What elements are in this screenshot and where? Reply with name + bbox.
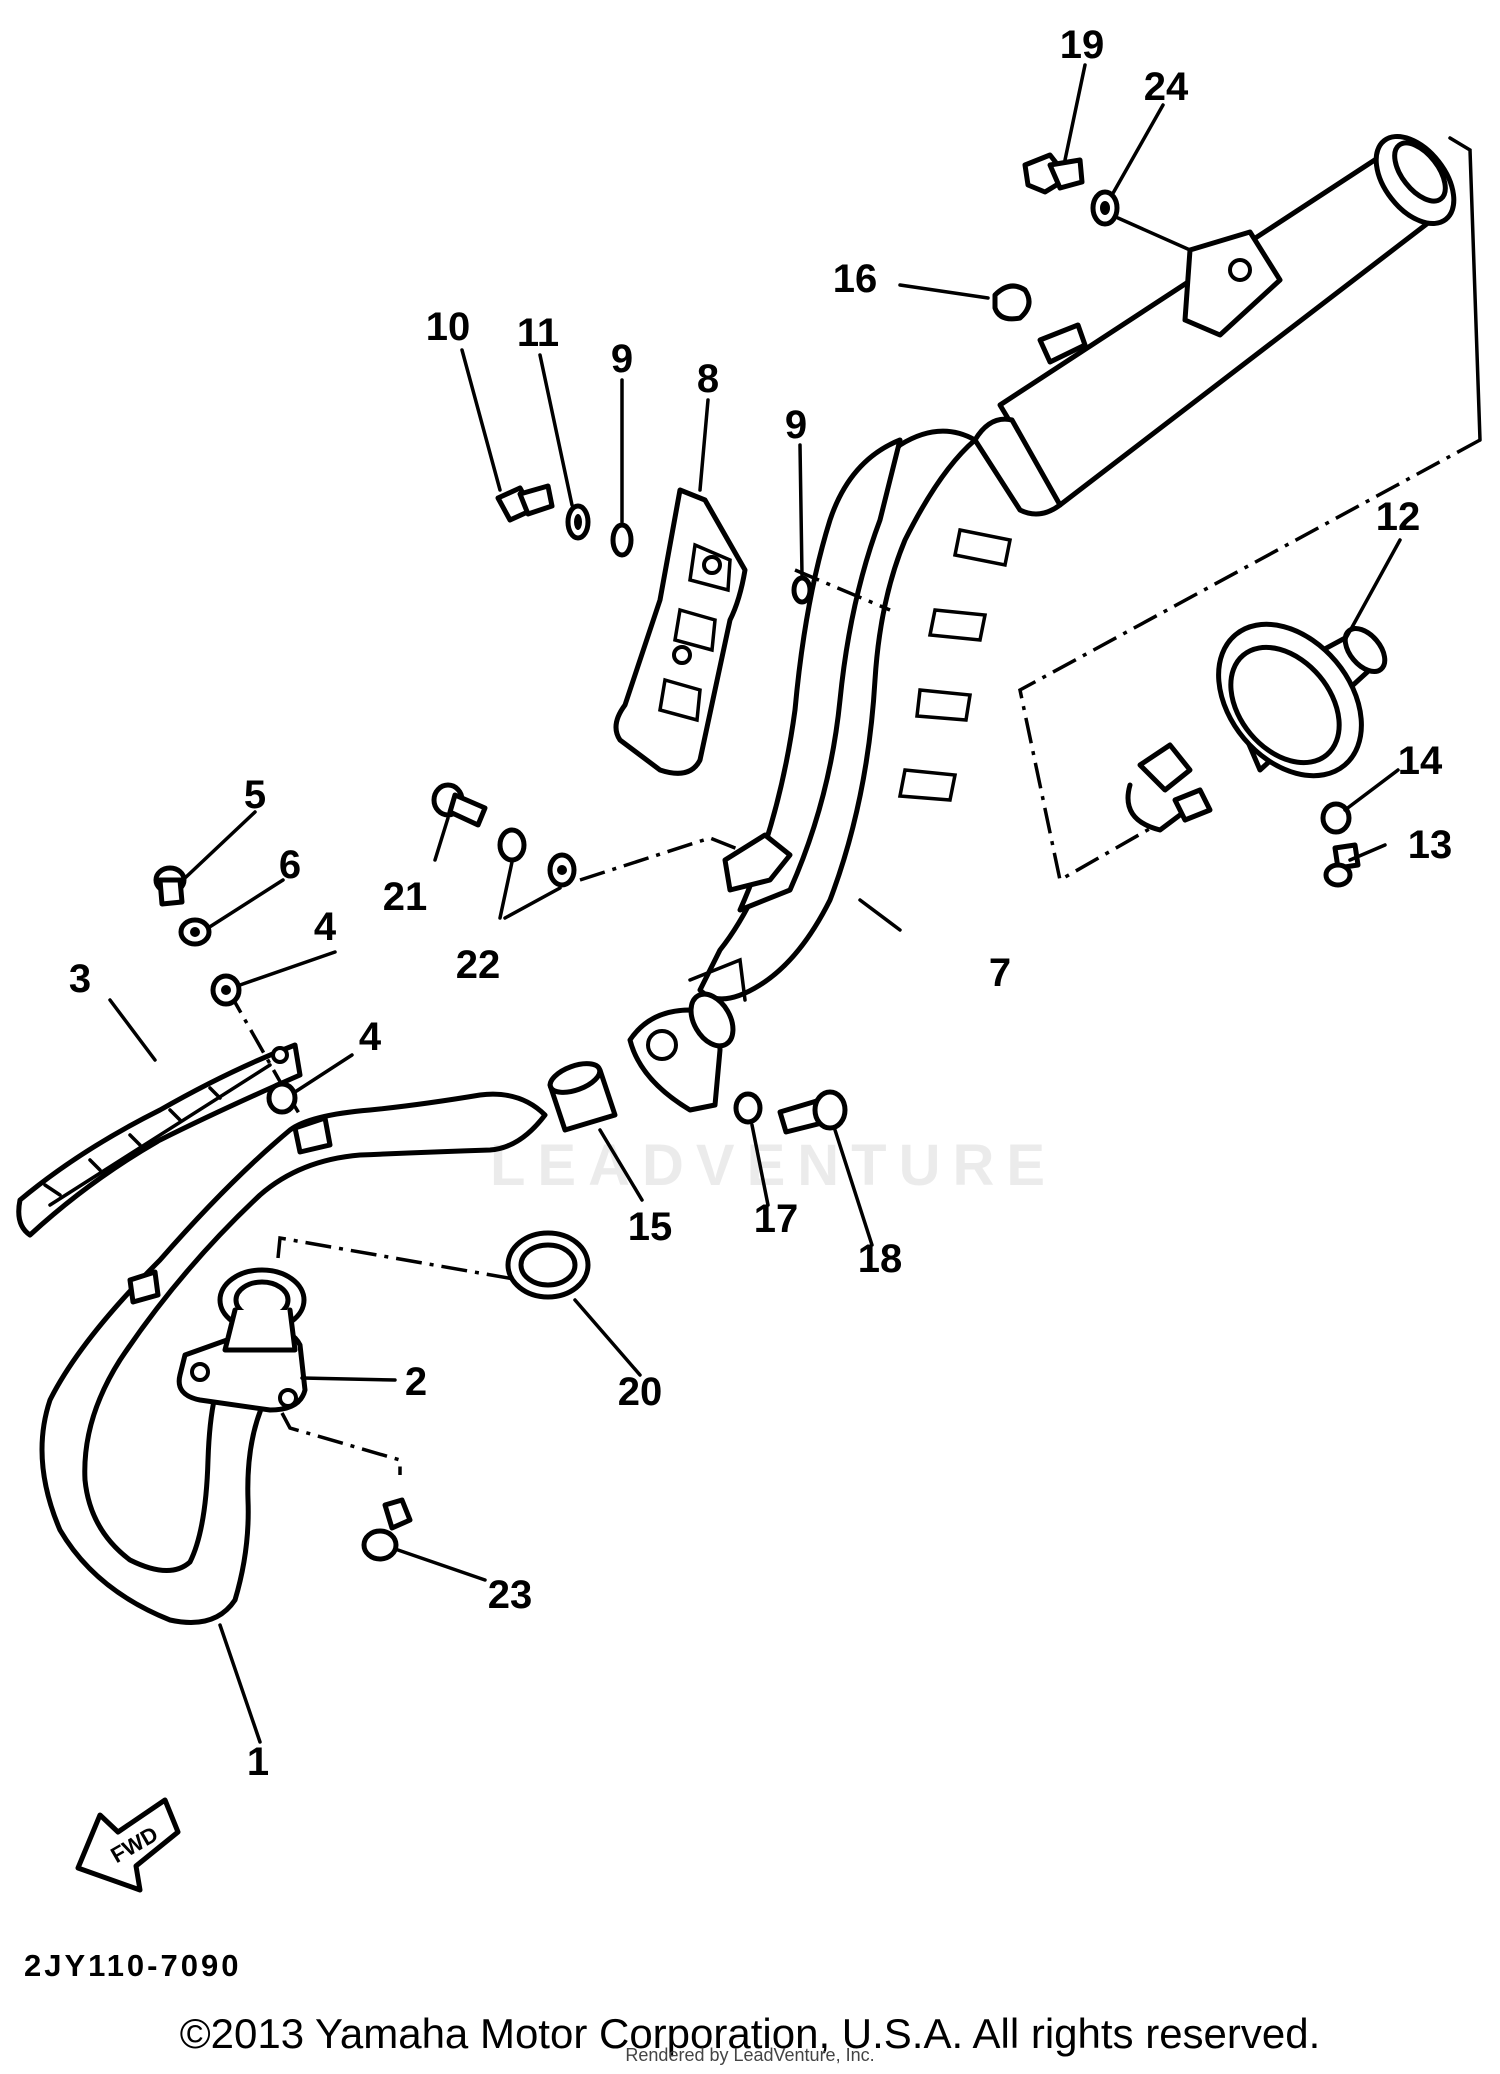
callout-5: 5 (244, 773, 266, 817)
callout-15: 15 (628, 1205, 673, 1249)
silencer (1125, 621, 1388, 833)
grommet-4b (266, 1081, 298, 1115)
callout-23: 19 (1060, 23, 1105, 67)
callout-10: 10 (426, 305, 471, 349)
bolt-23 (1022, 152, 1085, 195)
washer-17 (733, 1091, 763, 1125)
callout-3: 3 (69, 957, 91, 1001)
callout-21: 21 (383, 875, 428, 919)
bolt-5 (153, 865, 187, 907)
callout-16: 18 (858, 1237, 903, 1281)
callout-4b: 4 (359, 1015, 382, 1059)
render-note: Rendered by LeadVenture, Inc. (625, 2045, 875, 2065)
callout-7: 7 (989, 951, 1011, 995)
callout-19: 20 (618, 1370, 663, 1414)
diagram-code: 2JY110-7090 (24, 1948, 242, 1983)
washer-22a (497, 827, 527, 863)
callout-2: 2 (405, 1360, 427, 1404)
leader-lines (108, 63, 1402, 1744)
callout-9b: 9 (785, 403, 807, 447)
callout-20: 23 (488, 1573, 533, 1617)
muffler-pipe (627, 428, 1013, 1113)
heat-shield (613, 487, 748, 776)
bolt-20 (361, 1497, 413, 1562)
callout-9a: 9 (611, 337, 633, 381)
washer-9 (610, 522, 634, 558)
callout-13: 13 (1408, 823, 1453, 867)
forward-arrow-icon: FWD (75, 1797, 181, 1893)
bolt-10 (495, 483, 555, 523)
watermark: LEADVENTURE (490, 1133, 1058, 1198)
exhaust-pipe (39, 1091, 548, 1625)
callout-11: 11 (517, 311, 559, 355)
callout-6: 6 (279, 843, 301, 887)
callout-12: 12 (1376, 495, 1421, 539)
callout-4a: 4 (314, 905, 337, 949)
washer-14 (1320, 801, 1352, 835)
bolt-13 (1323, 842, 1361, 888)
callout-18: 16 (833, 257, 878, 301)
washer-9b (791, 575, 813, 605)
bolt-21 (431, 782, 488, 828)
bolt-16 (777, 1089, 848, 1135)
copyright-notice: ©2013 Yamaha Motor Corporation, U.S.A. A… (179, 2010, 1321, 2057)
muffler (972, 133, 1482, 883)
callout-8: 8 (697, 357, 719, 401)
callout-1: 1 (247, 1740, 269, 1784)
damper-18 (992, 283, 1032, 322)
callout-17: 17 (754, 1197, 799, 1241)
callout-14: 14 (1398, 739, 1443, 783)
gasket-15 (547, 1061, 618, 1133)
callout-24: 24 (1144, 65, 1189, 109)
callout-22: 22 (456, 943, 501, 987)
gasket-19 (505, 1230, 591, 1300)
